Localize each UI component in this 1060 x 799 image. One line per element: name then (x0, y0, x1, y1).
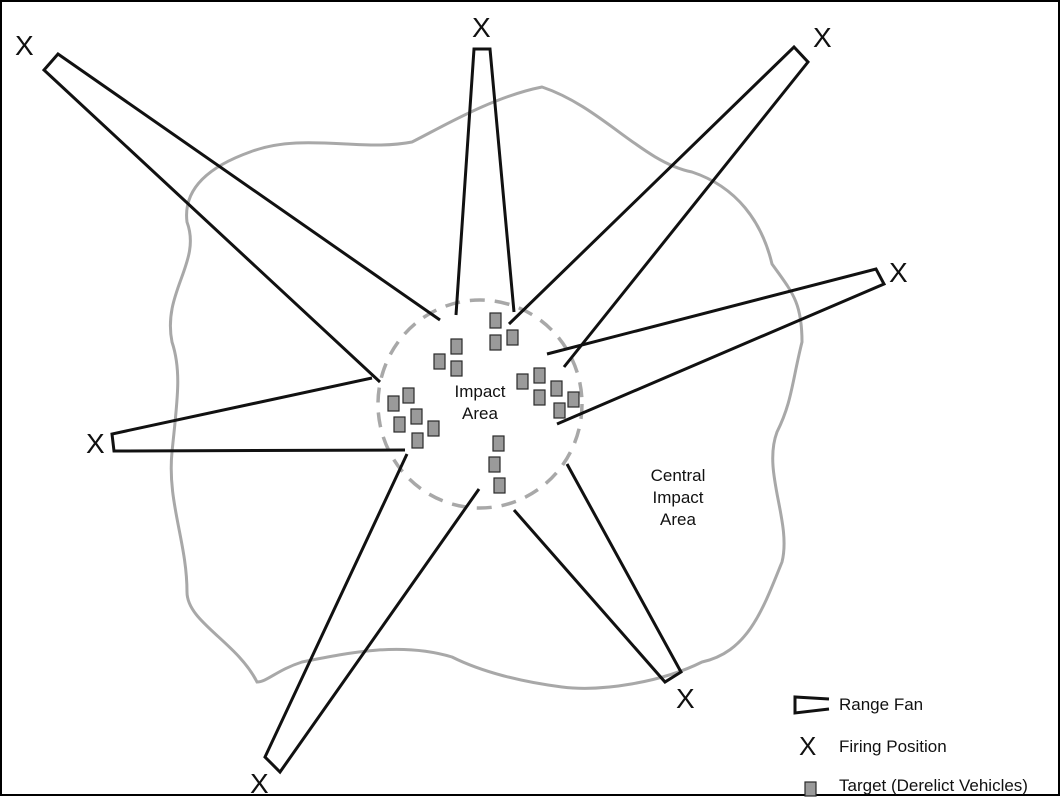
target-vehicle (516, 373, 529, 390)
target-vehicle (489, 312, 502, 329)
target-vehicle (553, 402, 566, 419)
target-vehicle (387, 395, 400, 412)
firing-position-marker-north: X (472, 12, 491, 43)
target-vehicle (533, 389, 546, 406)
central-impact-area-label-line-3: Area (660, 510, 696, 529)
target-vehicle (506, 329, 519, 346)
range-fan-east (546, 267, 887, 426)
firing-position-marker-west: X (86, 428, 105, 459)
impact-area-label-line-2: Area (462, 404, 498, 423)
legend-range-fan-label: Range Fan (839, 695, 924, 714)
target-vehicle (433, 353, 446, 370)
range-fan-southeast (512, 463, 683, 684)
impact-area-label-line-1: Impact (454, 382, 506, 401)
range-fan-west (110, 376, 406, 453)
target-vehicle (410, 408, 423, 425)
impact-area-label: Impact Area (440, 381, 520, 425)
target-vehicle (427, 420, 440, 437)
target-vehicle (411, 432, 424, 449)
target-vehicle (550, 380, 563, 397)
firing-position-marker-south: X (250, 768, 269, 799)
central-impact-area-label: Central Impact Area (638, 465, 718, 531)
target-vehicle (492, 435, 505, 452)
firing-position-marker-northwest: X (15, 30, 34, 61)
legend-target-symbol (804, 781, 817, 797)
target-vehicle (450, 360, 463, 377)
target-vehicle (489, 334, 502, 351)
target-vehicle (450, 338, 463, 355)
legend-firing-position-icon: X (799, 731, 817, 761)
target-vehicle (533, 367, 546, 384)
impact-area-ring (376, 298, 584, 510)
range-fan-south (263, 453, 481, 775)
range-fan-north (454, 47, 516, 316)
central-impact-area-label-line-2: Impact (652, 488, 704, 507)
legend-range-fan-symbol (793, 695, 830, 715)
target-vehicle (493, 477, 506, 494)
firing-position-marker-northeast: X (813, 22, 832, 53)
target-vehicle (488, 456, 501, 473)
firing-position-marker-southeast: X (676, 683, 695, 714)
target-vehicle (393, 416, 406, 433)
firing-position-marker-east: X (889, 257, 908, 288)
range-fan-northeast (507, 44, 810, 368)
legend-target-label: Target (Derelict Vehicles) (839, 776, 1028, 795)
legend-firing-position-label: Firing Position (839, 737, 947, 756)
range-fan-northwest (41, 52, 441, 384)
central-impact-area-label-line-1: Central (650, 466, 706, 485)
target-vehicle (567, 391, 580, 408)
target-vehicle (402, 387, 415, 404)
